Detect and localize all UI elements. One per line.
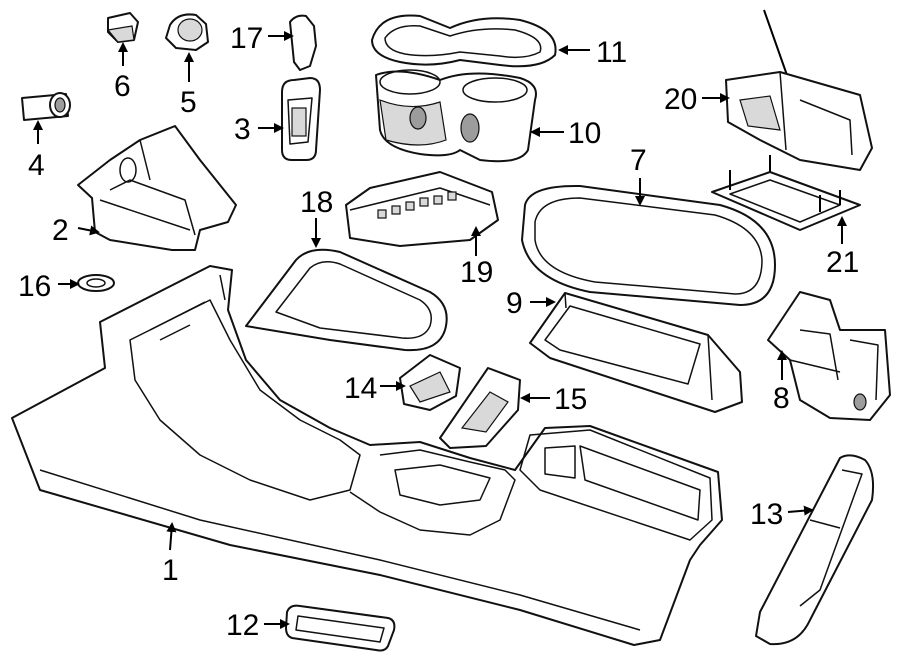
- callout-4: 4: [28, 149, 45, 182]
- leader-lines: [33, 31, 847, 629]
- part-19-shifter-module: [345, 171, 499, 247]
- part-4-bushing: [21, 92, 71, 121]
- part-1-console-body: [11, 265, 723, 646]
- callout-15: 15: [554, 383, 587, 416]
- part-9-storage-bin: [529, 292, 743, 413]
- part-3-trim-panel: [281, 77, 321, 161]
- part-10-cup-holder: [375, 69, 537, 163]
- part-20-shifter-assembly: [725, 9, 873, 171]
- callout-19: 19: [460, 256, 493, 289]
- part-2-shifter-housing: [77, 125, 237, 251]
- part-11-gasket: [371, 14, 557, 68]
- callout-14: 14: [344, 372, 377, 405]
- leader-13: [787, 505, 814, 516]
- callout-3: 3: [234, 113, 251, 146]
- part-21-mounting-plate: [711, 155, 861, 231]
- callout-8: 8: [773, 382, 790, 415]
- callout-10: 10: [568, 117, 601, 150]
- part-15-switch: [439, 367, 521, 449]
- callout-13: 13: [750, 498, 783, 531]
- callout-20: 20: [664, 83, 697, 116]
- callout-17: 17: [230, 22, 263, 55]
- part-16-washer: [77, 274, 115, 292]
- callout-5: 5: [180, 86, 197, 119]
- callout-7: 7: [630, 144, 647, 177]
- part-6-knob: [106, 12, 139, 43]
- callout-18: 18: [300, 186, 333, 219]
- callout-21: 21: [826, 246, 859, 279]
- part-8-bracket: [767, 291, 891, 421]
- part-18-upper-bezel: [245, 248, 448, 352]
- callout-11: 11: [596, 36, 627, 69]
- part-5-switch: [165, 13, 209, 51]
- callout-1: 1: [162, 554, 179, 587]
- leader-2: [77, 225, 100, 236]
- callout-16: 16: [18, 270, 51, 303]
- part-7-armrest-lid: [521, 184, 776, 306]
- callout-6: 6: [114, 70, 131, 103]
- callout-9: 9: [506, 287, 523, 320]
- part-13-side-panel: [755, 454, 875, 646]
- callout-labels: 1 2 3 4 5 6 7 8 9 10 11 12 13 14 15 16 1…: [18, 22, 859, 642]
- part-12-trim-strip: [285, 604, 396, 652]
- part-14-switch: [399, 354, 461, 411]
- part-17-shift-knob: [289, 14, 317, 71]
- leader-1: [166, 522, 177, 551]
- callout-12: 12: [226, 609, 259, 642]
- callout-2: 2: [52, 214, 69, 247]
